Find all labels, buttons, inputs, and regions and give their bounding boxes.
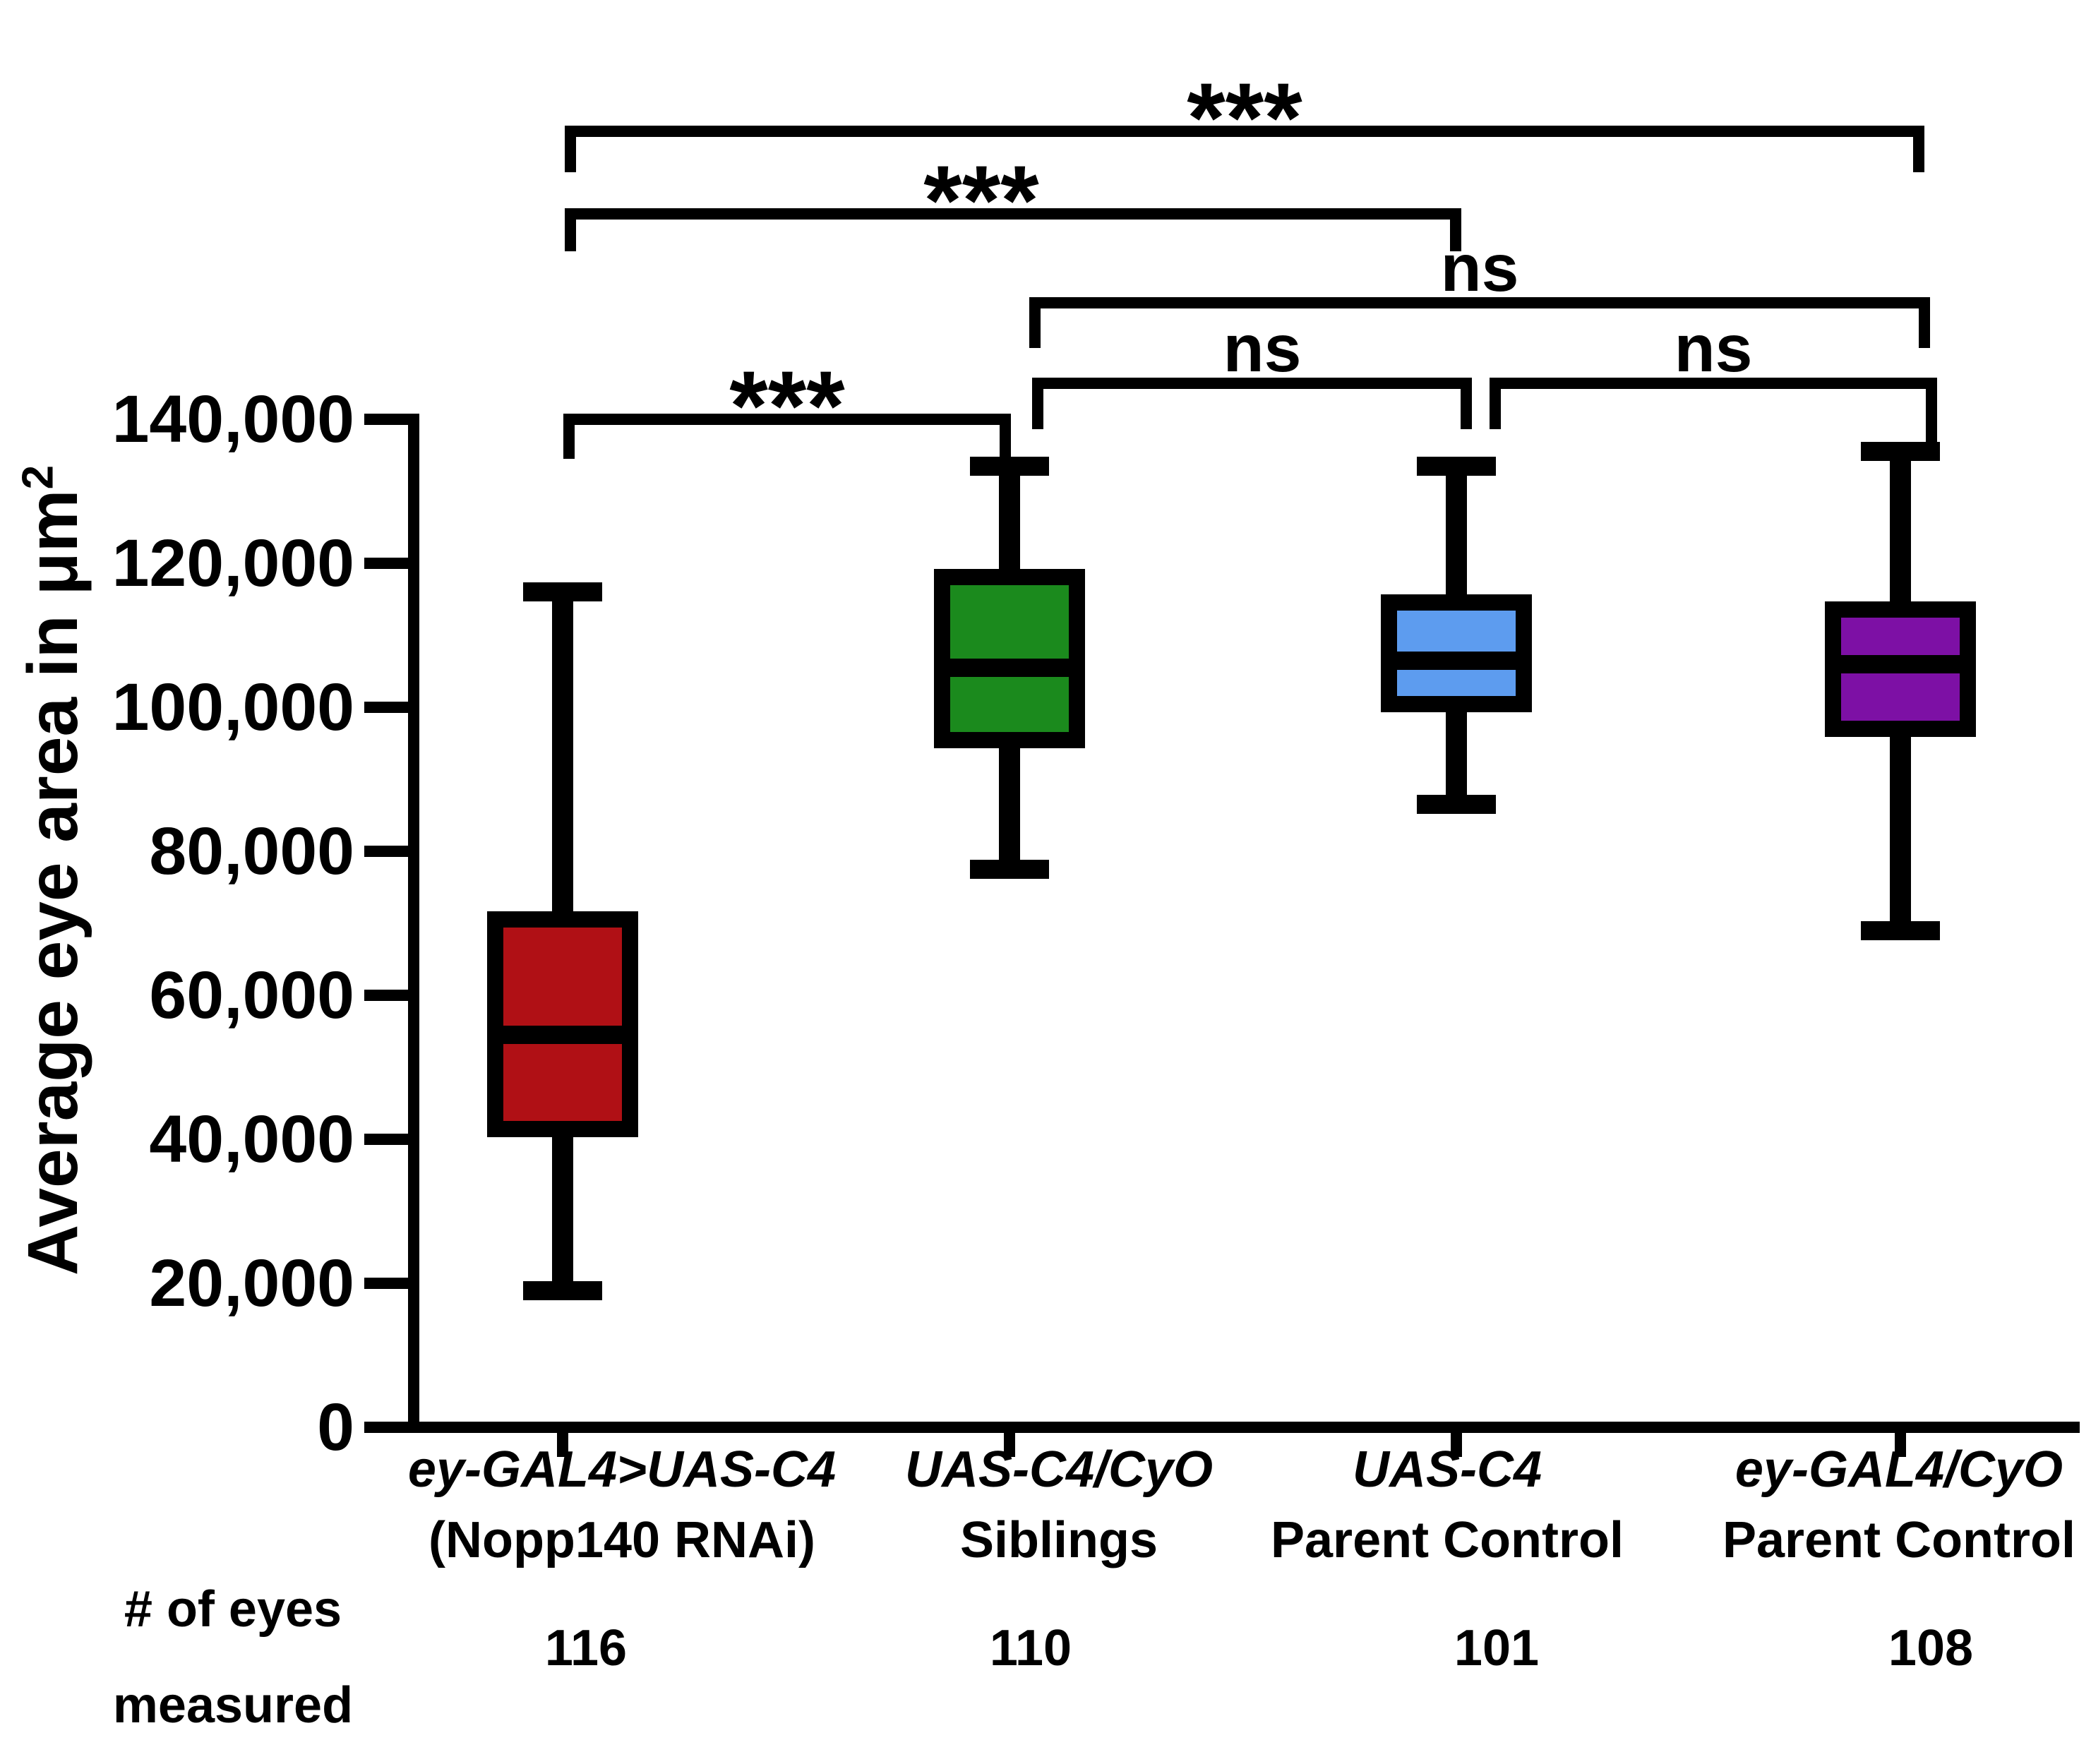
y-axis-spine — [408, 414, 419, 1433]
significance-label: *** — [729, 350, 845, 461]
group-eyes-count: 101 — [1454, 1620, 1540, 1676]
whisker-top-cap — [523, 582, 602, 601]
significance-label: *** — [1187, 62, 1302, 173]
group-label-line2: (Nopp140 RNAi) — [428, 1512, 815, 1568]
box — [487, 911, 638, 1137]
y-tick — [364, 1134, 408, 1145]
significance-label: ns — [1440, 231, 1519, 306]
significance-bracket-left-tail — [563, 414, 575, 459]
whisker-bottom-cap — [970, 860, 1049, 879]
significance-bracket-bar — [565, 126, 1924, 137]
x-category-tick — [1895, 1433, 1906, 1457]
group-eyes-count: 108 — [1888, 1620, 1974, 1676]
significance-bracket-bar — [565, 208, 1461, 220]
y-tick-label: 20,000 — [149, 1246, 354, 1321]
significance-bracket-left-tail — [565, 126, 576, 172]
median-line — [1825, 655, 1976, 673]
y-tick-label: 120,000 — [112, 526, 354, 601]
y-tick — [364, 414, 408, 425]
significance-bracket-left-tail — [1032, 378, 1043, 429]
group-label-line1: ey-GAL4>UAS-C4 — [407, 1441, 837, 1498]
y-tick-label: 140,000 — [112, 382, 354, 457]
eyes-measured-label-line1: # of eyes — [124, 1581, 342, 1638]
x-category-tick — [557, 1433, 568, 1457]
significance-bracket-right-tail — [1000, 414, 1011, 464]
y-tick-label: 0 — [317, 1390, 354, 1465]
significance-bracket-left-tail — [565, 208, 576, 251]
group-eyes-count: 110 — [989, 1620, 1072, 1676]
group-label-line1: UAS-C4/CyO — [904, 1441, 1214, 1498]
significance-bracket-left-tail — [1490, 378, 1501, 429]
significance-bracket-bar — [1490, 378, 1937, 389]
group-label-line2: Parent Control — [1270, 1512, 1624, 1568]
y-tick — [364, 846, 408, 857]
x-category-tick — [1004, 1433, 1015, 1457]
x-axis-line — [408, 1422, 2080, 1433]
y-tick-label: 80,000 — [149, 814, 354, 889]
significance-bracket-right-tail — [1926, 378, 1937, 442]
x-category-tick — [1451, 1433, 1462, 1457]
group-label-line2: Parent Control — [1722, 1512, 2076, 1568]
y-tick — [364, 990, 408, 1001]
group-eyes-count: 116 — [544, 1620, 628, 1676]
significance-bracket-left-tail — [1029, 297, 1041, 348]
significance-bracket-right-tail — [1919, 297, 1930, 348]
significance-bracket-right-tail — [1461, 378, 1472, 429]
whisker-top-cap — [1861, 442, 1940, 461]
median-line — [487, 1026, 638, 1044]
group-label-line2: Siblings — [959, 1512, 1158, 1568]
y-tick-label: 40,000 — [149, 1102, 354, 1177]
whisker-bottom-cap — [523, 1281, 602, 1300]
y-tick — [364, 558, 408, 569]
whisker-bottom-cap — [1417, 795, 1496, 814]
group-label-line1: UAS-C4 — [1352, 1441, 1542, 1498]
y-tick-label: 100,000 — [112, 670, 354, 745]
y-tick — [364, 1422, 408, 1433]
whisker-top-cap — [1417, 457, 1496, 476]
y-tick — [364, 1278, 408, 1289]
y-tick — [364, 702, 408, 713]
significance-bracket-right-tail — [1913, 126, 1924, 172]
significance-bracket-bar — [563, 414, 1011, 425]
group-label-line1: ey-GAL4/CyO — [1734, 1441, 2063, 1498]
eyes-measured-label-line2: measured — [112, 1677, 354, 1734]
significance-label: *** — [923, 145, 1039, 256]
significance-bracket-right-tail — [1450, 208, 1461, 251]
y-tick-label: 60,000 — [149, 958, 354, 1033]
median-line — [934, 659, 1085, 677]
median-line — [1381, 652, 1532, 670]
significance-label: ns — [1223, 311, 1302, 386]
significance-bracket-bar — [1029, 297, 1930, 308]
whisker-bottom-cap — [1861, 921, 1940, 940]
significance-label: ns — [1674, 311, 1753, 386]
significance-bracket-bar — [1032, 378, 1472, 389]
